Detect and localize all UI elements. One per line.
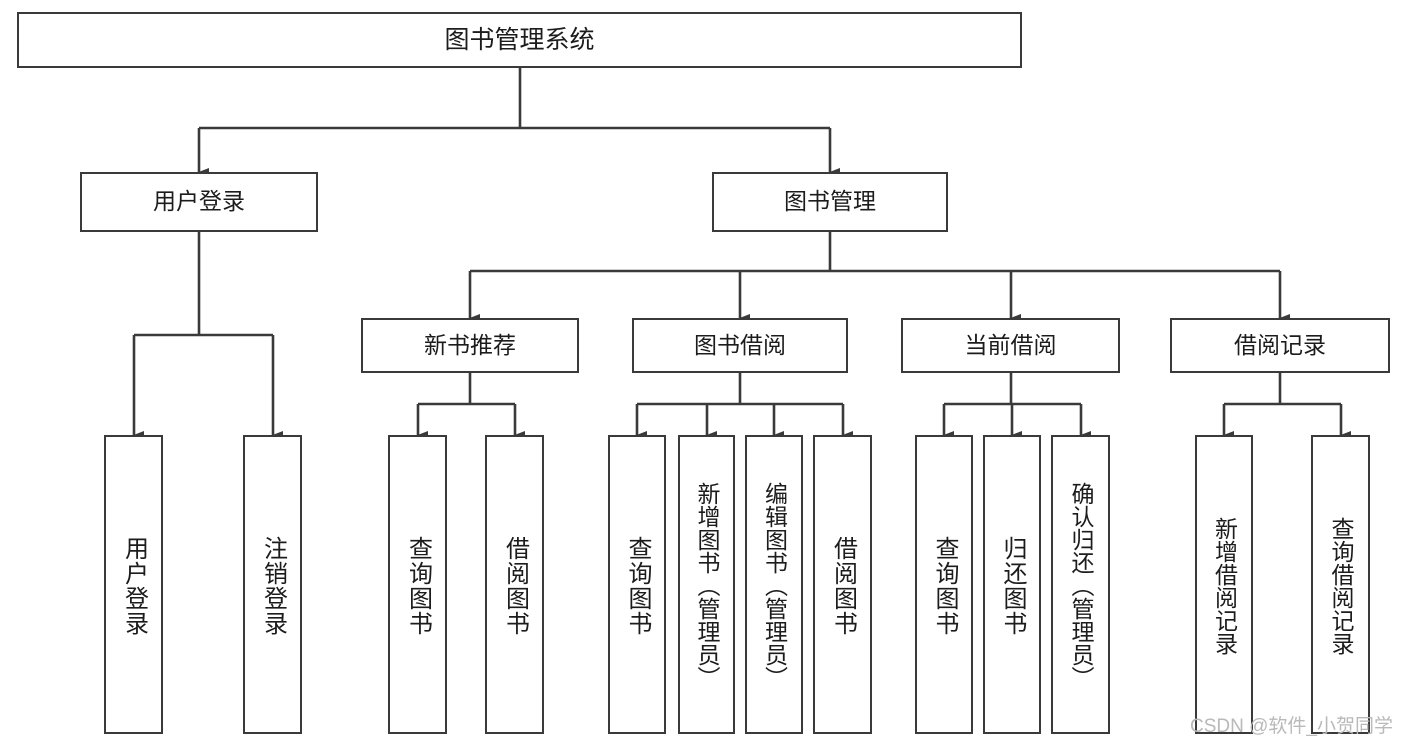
node-label: 新增图书（管理员） xyxy=(694,482,720,689)
node-leaf-9[interactable]: 查询图书 xyxy=(915,435,973,734)
node-label: 借阅记录 xyxy=(1234,331,1326,358)
node-leaf-8[interactable]: 借阅图书 xyxy=(813,435,872,734)
node-leaf-4[interactable]: 借阅图书 xyxy=(485,435,544,734)
node-label: 用户登录 xyxy=(120,535,148,636)
node-login[interactable]: 用户登录 xyxy=(80,172,318,232)
node-borrow[interactable]: 图书借阅 xyxy=(632,318,848,373)
node-current[interactable]: 当前借阅 xyxy=(901,318,1120,373)
node-leaf-1[interactable]: 用户登录 xyxy=(104,435,163,734)
node-label: 注销登录 xyxy=(259,535,287,636)
node-newbook[interactable]: 新书推荐 xyxy=(361,318,579,373)
node-label: 图书借阅 xyxy=(694,331,786,358)
node-records[interactable]: 借阅记录 xyxy=(1170,318,1390,373)
node-leaf-3[interactable]: 查询图书 xyxy=(388,435,447,734)
node-label: 新增借阅记录 xyxy=(1211,516,1238,655)
node-root[interactable]: 图书管理系统 xyxy=(17,12,1022,68)
node-label: 确认归还（管理员） xyxy=(1068,482,1094,689)
node-label: 查询图书 xyxy=(624,535,651,636)
node-label: 查询图书 xyxy=(404,535,432,636)
node-leaf-6[interactable]: 新增图书（管理员） xyxy=(678,435,735,734)
node-label: 归还图书 xyxy=(999,535,1026,636)
node-label: 查询图书 xyxy=(931,535,958,636)
node-leaf-12[interactable]: 新增借阅记录 xyxy=(1195,435,1253,734)
node-label: 新书推荐 xyxy=(424,331,516,358)
node-label: 图书管理 xyxy=(784,188,876,215)
node-bookmgmt[interactable]: 图书管理 xyxy=(712,172,948,232)
node-leaf-13[interactable]: 查询借阅记录 xyxy=(1311,435,1370,734)
node-leaf-5[interactable]: 查询图书 xyxy=(608,435,666,734)
tree-connectors xyxy=(132,68,1352,440)
node-leaf-10[interactable]: 归还图书 xyxy=(983,435,1041,734)
node-label: 图书管理系统 xyxy=(444,26,595,54)
node-leaf-11[interactable]: 确认归还（管理员） xyxy=(1051,435,1110,734)
node-label: 编辑图书（管理员） xyxy=(761,482,788,689)
node-label: 借阅图书 xyxy=(501,535,529,636)
node-leaf-7[interactable]: 编辑图书（管理员） xyxy=(745,435,803,734)
node-leaf-2[interactable]: 注销登录 xyxy=(243,435,302,734)
node-label: 用户登录 xyxy=(153,188,245,215)
node-label: 当前借阅 xyxy=(964,331,1057,358)
node-label: 借阅图书 xyxy=(829,535,857,636)
node-label: 查询借阅记录 xyxy=(1328,516,1354,655)
